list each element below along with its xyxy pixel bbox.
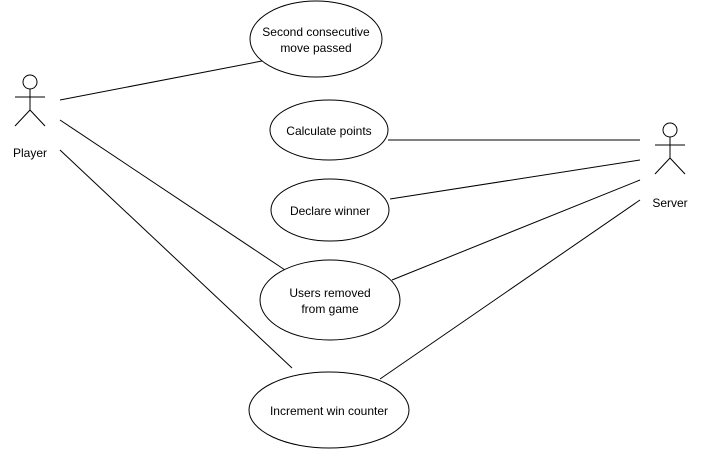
use-case-second-move-passed[interactable]: Second consecutive move passed xyxy=(249,0,383,78)
use-case-label: Increment win counter xyxy=(270,404,388,418)
use-case-label: Users removed xyxy=(289,286,370,300)
associations xyxy=(59,60,641,380)
use-case-label: Second consecutive xyxy=(262,25,370,39)
use-case-increment-win-counter[interactable]: Increment win counter xyxy=(248,371,410,449)
stick-figure-icon xyxy=(14,74,46,127)
use-case-label: Declare winner xyxy=(290,204,370,218)
actor-server[interactable]: Server xyxy=(652,122,688,210)
association-server-users-removed xyxy=(391,179,641,281)
association-player-users-removed xyxy=(59,119,286,271)
actor-label-server: Server xyxy=(652,196,687,210)
use-case-declare-winner[interactable]: Declare winner xyxy=(270,178,390,242)
use-case-label: from game xyxy=(301,302,359,316)
actor-player[interactable]: Player xyxy=(13,74,47,160)
actor-label-player: Player xyxy=(13,146,47,160)
use-case-label: Calculate points xyxy=(286,124,371,138)
use-case-calculate-points[interactable]: Calculate points xyxy=(269,99,389,161)
association-player-increment-win xyxy=(59,149,293,369)
use-case-users-removed-from-game[interactable]: Users removed from game xyxy=(259,259,401,341)
use-case-label: move passed xyxy=(280,41,351,55)
association-server-increment-win xyxy=(379,199,641,380)
stick-figure-icon xyxy=(654,122,686,175)
association-server-declare-winner xyxy=(389,159,641,200)
association-player-second-move xyxy=(59,60,263,101)
